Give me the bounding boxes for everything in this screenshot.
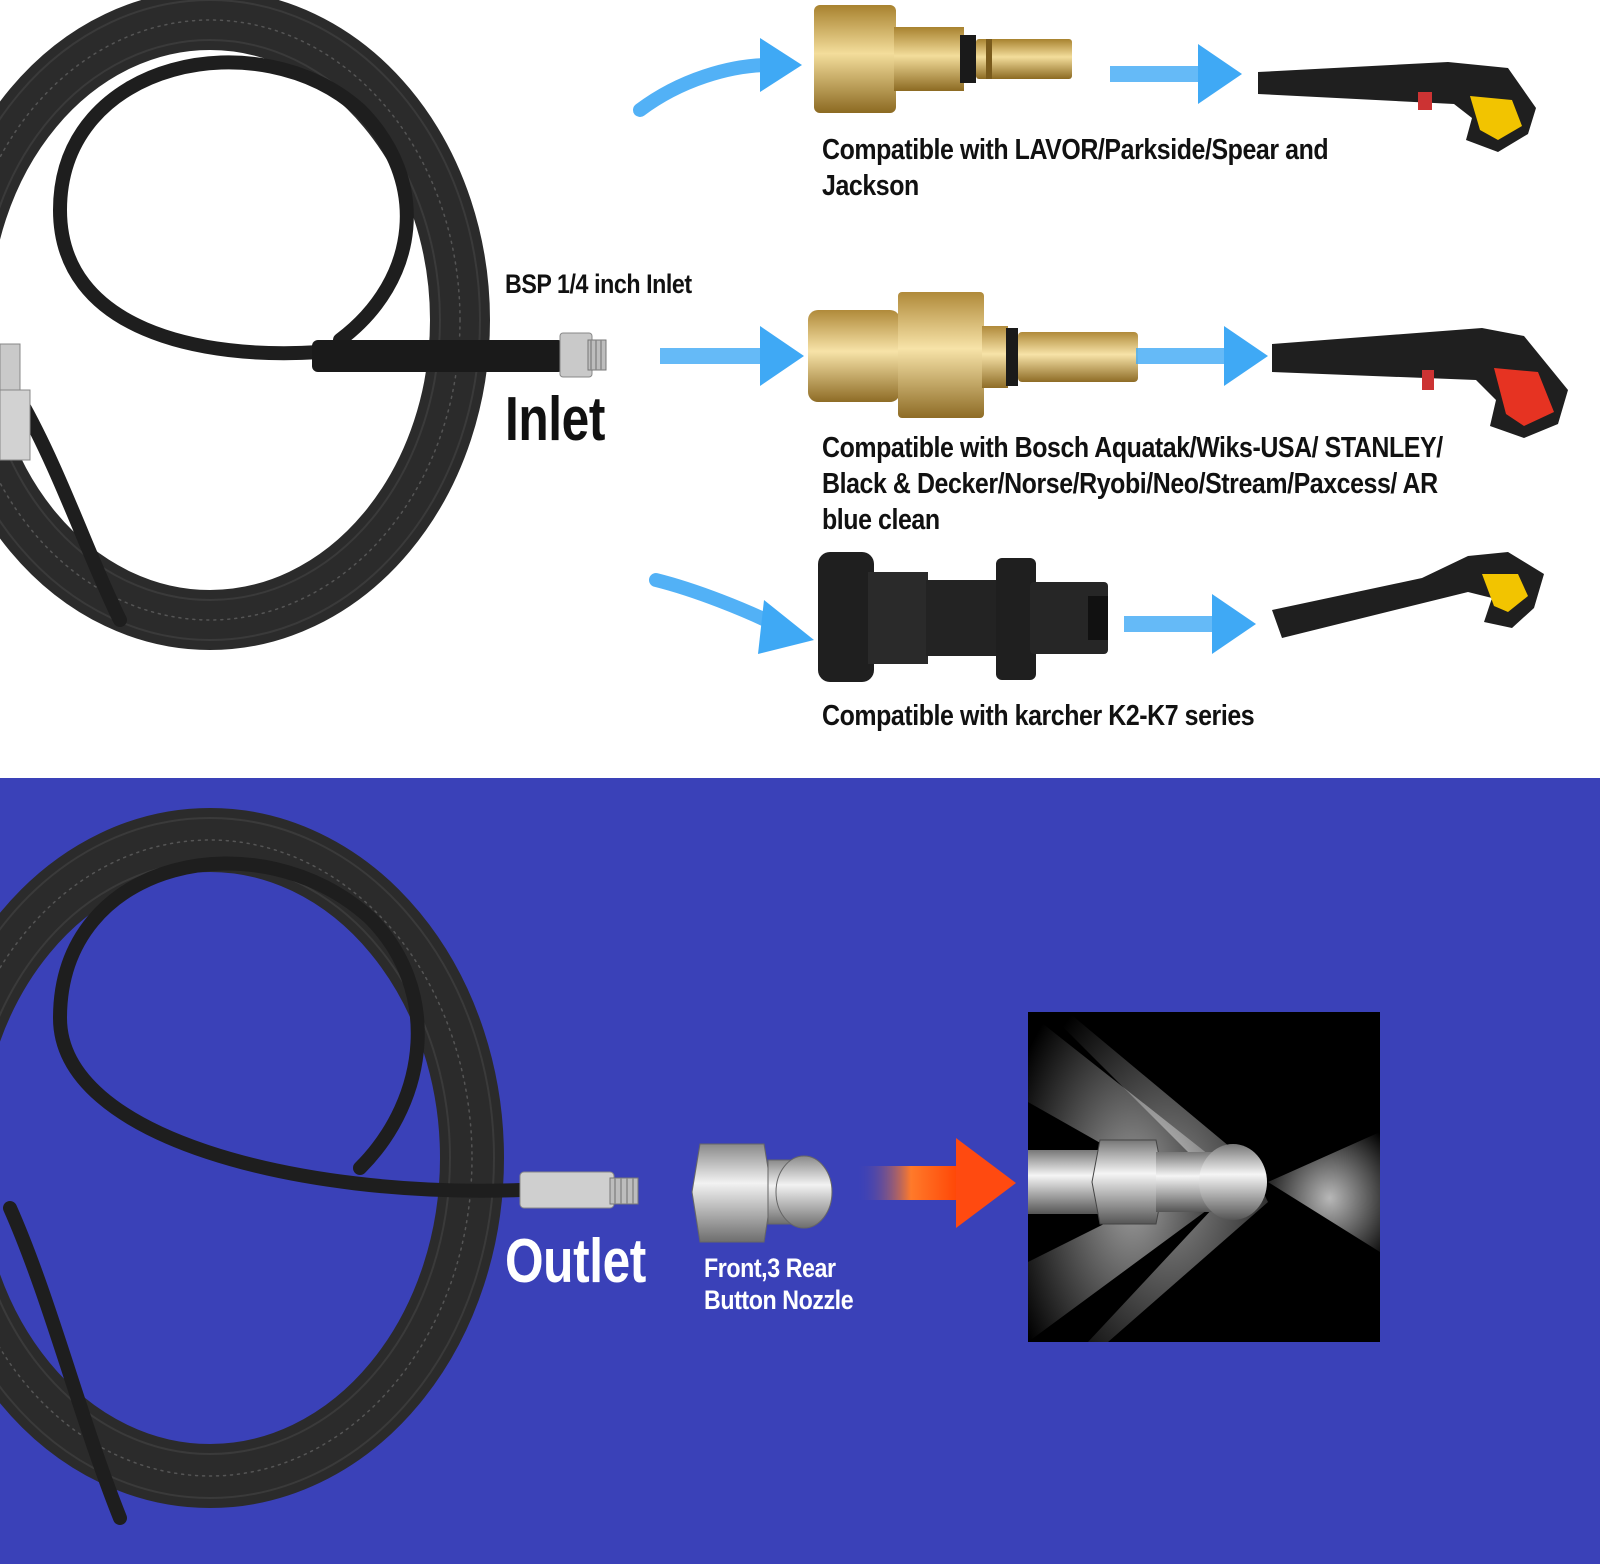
- button-nozzle-icon: [691, 1143, 833, 1243]
- inlet-title: Inlet: [505, 385, 605, 454]
- curved-arrow-icon: [633, 38, 802, 117]
- curved-arrow-icon: [649, 573, 814, 654]
- spray-gun-yellow-icon: [1258, 62, 1536, 152]
- compat-text-karcher: Compatible with karcher K2-K7 series: [822, 700, 1255, 732]
- straight-arrow-icon: [1136, 326, 1268, 386]
- black-adapter-icon: [818, 552, 1108, 682]
- straight-arrow-icon: [1110, 44, 1242, 104]
- straight-arrow-icon: [660, 326, 804, 386]
- inlet-caption: BSP 1/4 inch Inlet: [505, 269, 692, 299]
- compat-text-lavor: Compatible with LAVOR/Parkside/Spear and…: [822, 134, 1329, 202]
- spray-nozzle-photo: [1028, 1012, 1380, 1342]
- coiled-hose-icon: [0, 808, 639, 1525]
- nozzle-caption: Front,3 Rear Button Nozzle: [704, 1253, 854, 1315]
- orange-arrow-icon: [856, 1138, 1016, 1228]
- spray-gun-yellow-icon: [1272, 552, 1544, 638]
- coiled-hose-icon: [0, 0, 607, 650]
- straight-arrow-icon: [1124, 594, 1256, 654]
- brass-adapter-icon: [808, 292, 1138, 418]
- compat-text-bosch: Compatible with Bosch Aquatak/Wiks-USA/ …: [822, 432, 1443, 536]
- inlet-section: BSP 1/4 inch Inlet Inlet Compatible with…: [0, 0, 1600, 778]
- spray-nozzle-icon: [1028, 1012, 1380, 1342]
- spray-gun-red-icon: [1272, 328, 1568, 438]
- brass-adapter-icon: [814, 5, 1072, 113]
- outlet-title: Outlet: [505, 1227, 646, 1296]
- outlet-section: Outlet Front,3 Rear Button Nozzle: [0, 778, 1600, 1564]
